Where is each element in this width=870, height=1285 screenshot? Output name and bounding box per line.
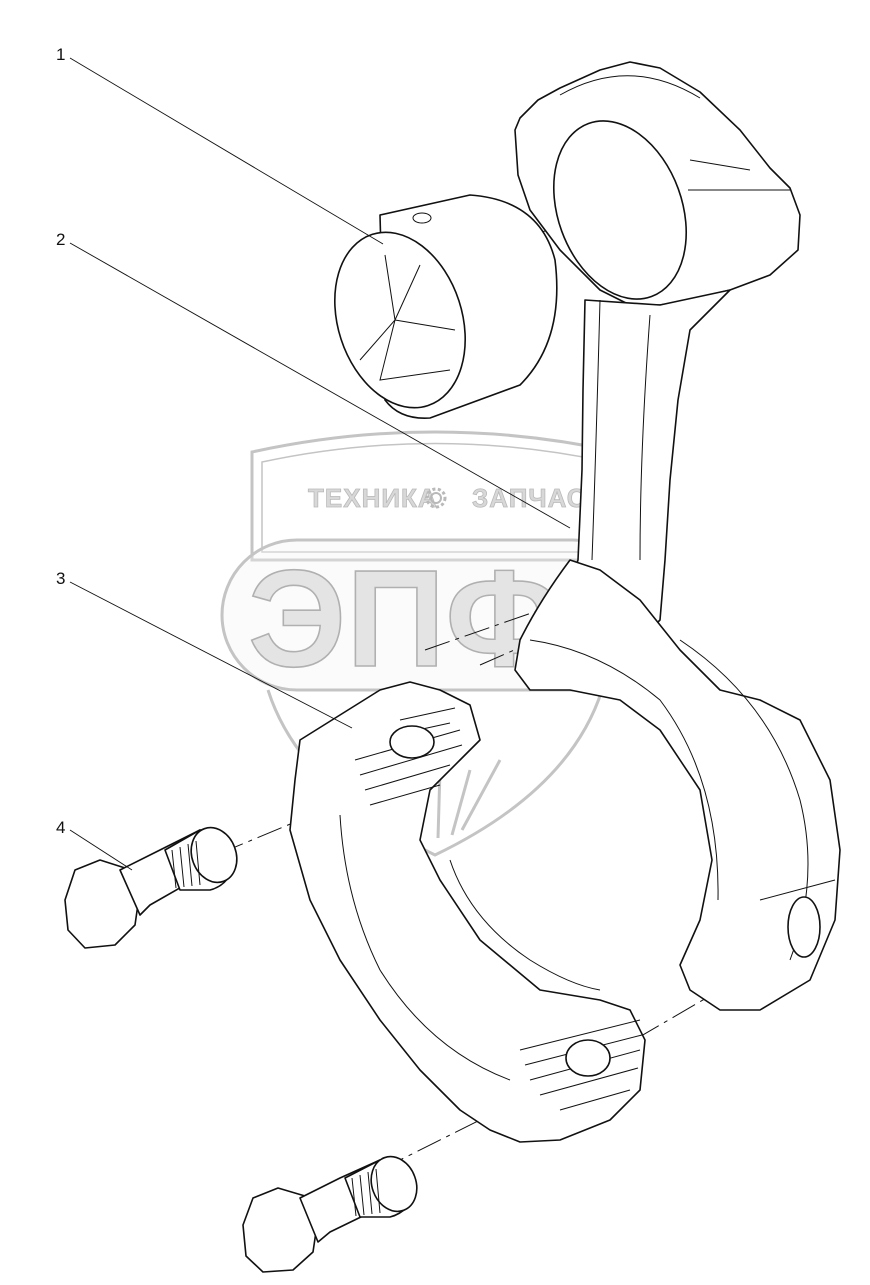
callout-1: 1 [56, 45, 65, 64]
bolt-upper [64, 826, 238, 949]
callout-3: 3 [56, 569, 65, 588]
watermark-logo-text: ЭПФ [248, 542, 563, 696]
connecting-rod [514, 61, 841, 1011]
bushing [334, 194, 558, 419]
callout-4: 4 [56, 818, 65, 837]
callout-2: 2 [56, 230, 65, 249]
gear-icon [425, 487, 447, 509]
leader-lines [69, 57, 571, 871]
bolt-lower [242, 1155, 418, 1273]
watermark-text-left: ТЕХНИКА [308, 483, 438, 513]
rod-cap [289, 681, 646, 1143]
